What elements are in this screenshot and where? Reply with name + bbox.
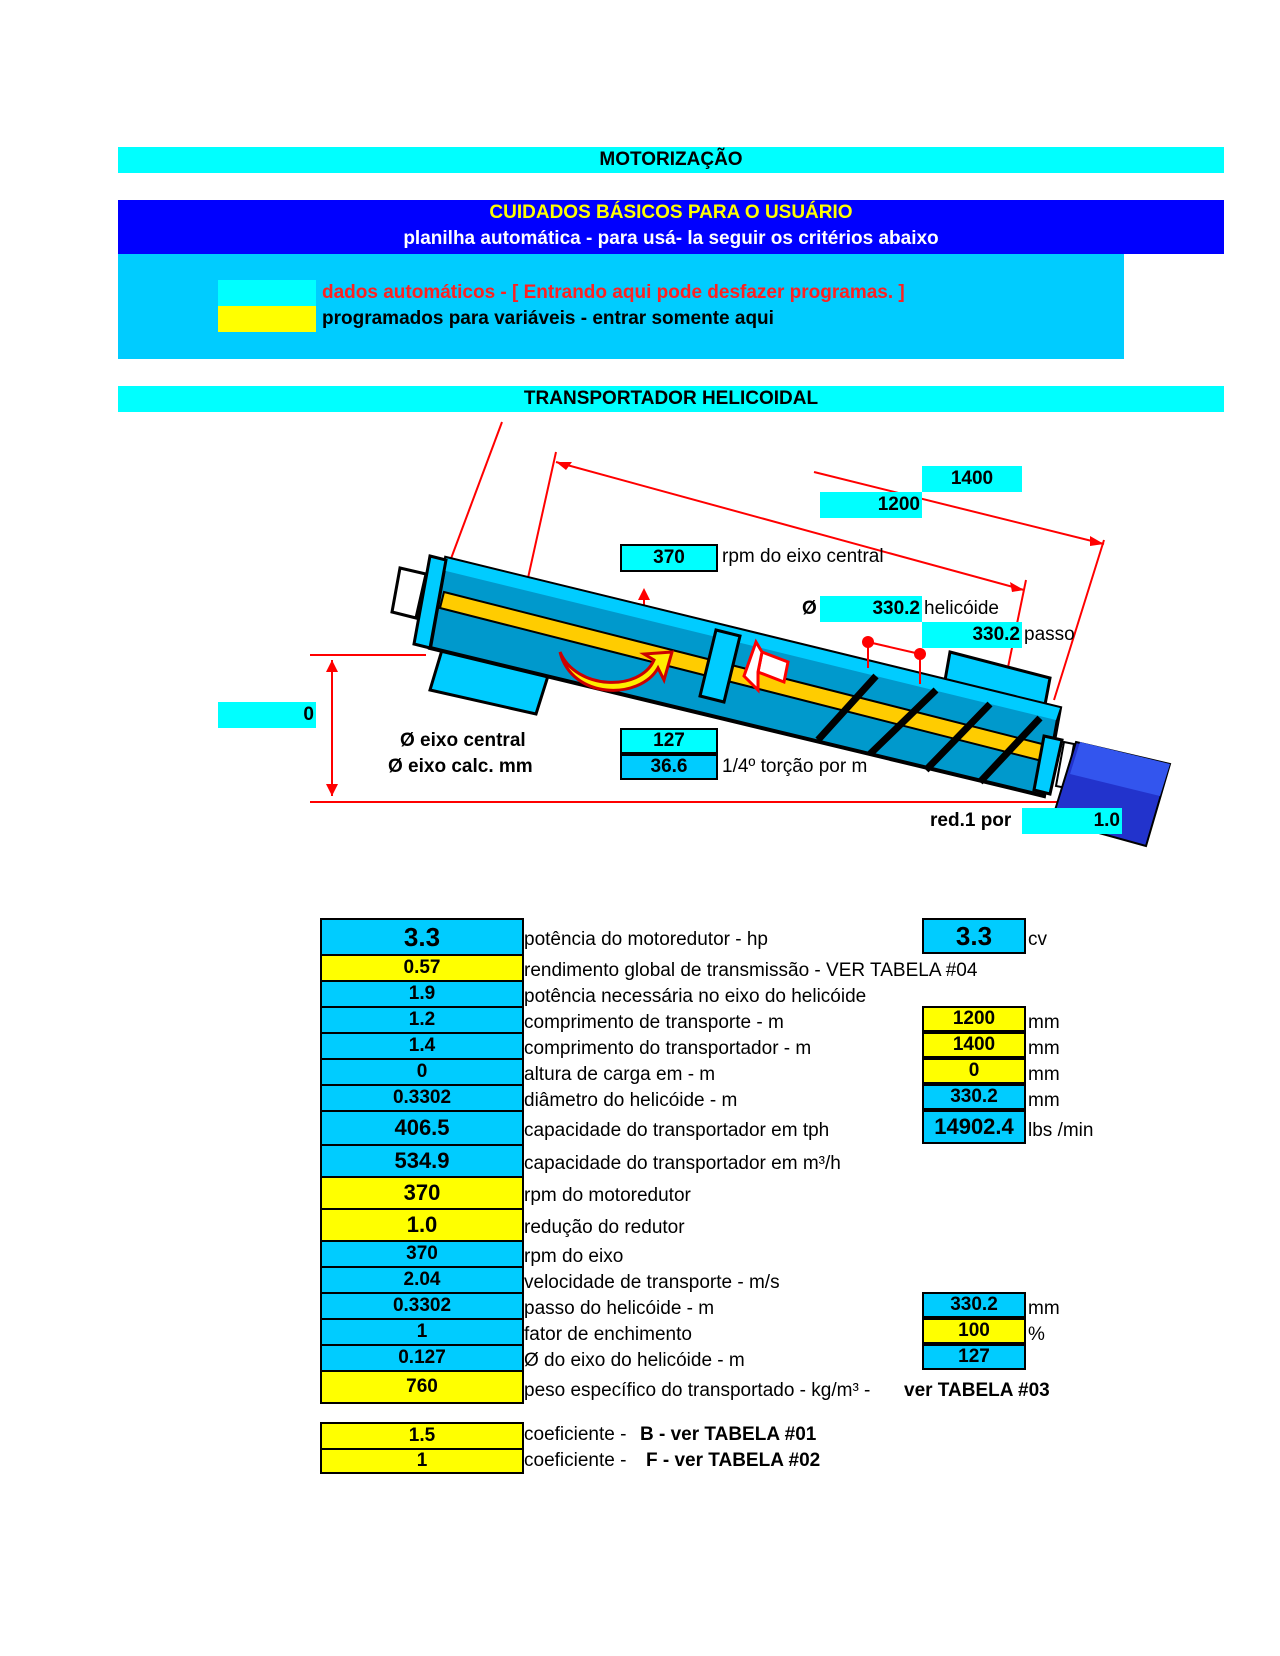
- notice-header: CUIDADOS BÁSICOS PARA O USUÁRIO planilha…: [118, 200, 1224, 254]
- central-shaft-value: 127: [620, 728, 718, 754]
- coef-reference: B - ver TABELA #01: [640, 1424, 817, 1445]
- rpm-central-label: rpm do eixo central: [722, 546, 884, 567]
- row-unit: lbs /min: [1028, 1120, 1094, 1141]
- row-value-cell: 0.3302: [320, 1292, 524, 1318]
- row-converted-value: 1200: [922, 1006, 1026, 1032]
- row-description: capacidade do transportador em m³/h: [524, 1153, 841, 1174]
- row-description: potência do motoredutor - hp: [524, 929, 768, 950]
- row-value-cell: 370: [320, 1176, 524, 1208]
- coef-value-cell: 1.5: [320, 1422, 524, 1448]
- row-description: capacidade do transportador em tph: [524, 1120, 830, 1141]
- row-unit: mm: [1028, 1064, 1060, 1085]
- row-value-cell: 2.04: [320, 1266, 524, 1292]
- row-value-cell: 0.127: [320, 1344, 524, 1370]
- notice-title: CUIDADOS BÁSICOS PARA O USUÁRIO: [489, 202, 853, 223]
- total-length-value: 1400: [922, 466, 1022, 492]
- row-description: rendimento global de transmissão - VER T…: [524, 960, 978, 981]
- row-converted-value: 330.2: [922, 1084, 1026, 1110]
- row-value-cell: 0.57: [320, 954, 524, 980]
- row-description: redução do redutor: [524, 1217, 685, 1238]
- row-description: potência necessária no eixo do helicóide: [524, 986, 867, 1007]
- helicoid-label: helicóide: [924, 598, 999, 619]
- row-value-cell: 534.9: [320, 1144, 524, 1176]
- row-value-cell: 0.3302: [320, 1084, 524, 1110]
- row-description: comprimento do transportador - m: [524, 1038, 812, 1059]
- torsion-label: 1/4º torção por m: [722, 756, 868, 777]
- row-unit: mm: [1028, 1298, 1060, 1319]
- coef-value-cell: 1: [320, 1448, 524, 1474]
- row-converted-value: 1400: [922, 1032, 1026, 1058]
- row-unit: %: [1028, 1324, 1045, 1345]
- transport-length-value: 1200: [820, 492, 922, 518]
- row-value-cell: 370: [320, 1240, 524, 1266]
- motorizacao-title: MOTORIZAÇÃO: [118, 147, 1224, 173]
- row-value-cell: 1.4: [320, 1032, 524, 1058]
- legend-auto-text: dados automáticos - [ Entrando aqui pode…: [322, 282, 905, 303]
- reduction-label: red.1 por: [930, 810, 1012, 831]
- row-value-cell: 406.5: [320, 1110, 524, 1144]
- row-description: fator de enchimento: [524, 1324, 692, 1345]
- row-description-reference: ver TABELA #03: [904, 1380, 1050, 1401]
- row-converted-value: 100: [922, 1318, 1026, 1344]
- row-converted-value: 0: [922, 1058, 1026, 1084]
- row-unit: mm: [1028, 1012, 1060, 1033]
- row-description: diâmetro do helicóide - m: [524, 1090, 738, 1111]
- row-converted-value: 3.3: [922, 918, 1026, 954]
- rpm-central-value: 370: [620, 544, 718, 572]
- row-converted-value: 330.2: [922, 1292, 1026, 1318]
- row-description: Ø do eixo do helicóide - m: [524, 1350, 745, 1371]
- shaft-calc-value: 36.6: [620, 754, 718, 780]
- row-value-cell: 0: [320, 1058, 524, 1084]
- row-description: passo do helicóide - m: [524, 1298, 715, 1319]
- diameter-symbol: Ø: [802, 598, 817, 619]
- row-unit: cv: [1028, 929, 1047, 950]
- section-title: TRANSPORTADOR HELICOIDAL: [118, 386, 1224, 412]
- row-value-cell: 1.2: [320, 1006, 524, 1032]
- central-shaft-label: Ø eixo central: [400, 730, 526, 751]
- reduction-value: 1.0: [1022, 808, 1122, 834]
- legend-input-text: programados para variáveis - entrar some…: [322, 308, 774, 329]
- pitch-label: passo: [1024, 624, 1075, 645]
- row-converted-value: 14902.4: [922, 1110, 1026, 1144]
- screw-conveyor-drawing: [310, 421, 1172, 848]
- helicoid-diameter-value: 330.2: [820, 596, 922, 622]
- legend-auto-swatch: [218, 280, 316, 306]
- row-value-cell: 760: [320, 1370, 524, 1404]
- notice-subtitle: planilha automática - para usá- la segui…: [403, 228, 939, 249]
- row-value-cell: 1.0: [320, 1208, 524, 1240]
- row-description: peso específico do transportado - kg/m³ …: [524, 1380, 871, 1401]
- row-unit: mm: [1028, 1090, 1060, 1111]
- row-value-cell: 3.3: [320, 918, 524, 954]
- coef-description: coeficiente -: [524, 1424, 627, 1445]
- coef-description: coeficiente -: [524, 1450, 627, 1471]
- row-description: rpm do eixo: [524, 1246, 624, 1267]
- row-value-cell: 1: [320, 1318, 524, 1344]
- row-value-cell: 1.9: [320, 980, 524, 1006]
- row-unit: mm: [1028, 1038, 1060, 1059]
- legend-input-swatch: [218, 306, 316, 332]
- row-description: comprimento de transporte - m: [524, 1012, 784, 1033]
- load-height-value: 0: [218, 702, 316, 728]
- row-converted-value: 127: [922, 1344, 1026, 1370]
- row-description: rpm do motoredutor: [524, 1185, 691, 1206]
- coef-reference: F - ver TABELA #02: [646, 1450, 821, 1471]
- row-description: velocidade de transporte - m/s: [524, 1272, 780, 1293]
- shaft-calc-label: Ø eixo calc. mm: [388, 756, 533, 777]
- row-description: altura de carga em - m: [524, 1064, 716, 1085]
- pitch-value: 330.2: [922, 622, 1022, 648]
